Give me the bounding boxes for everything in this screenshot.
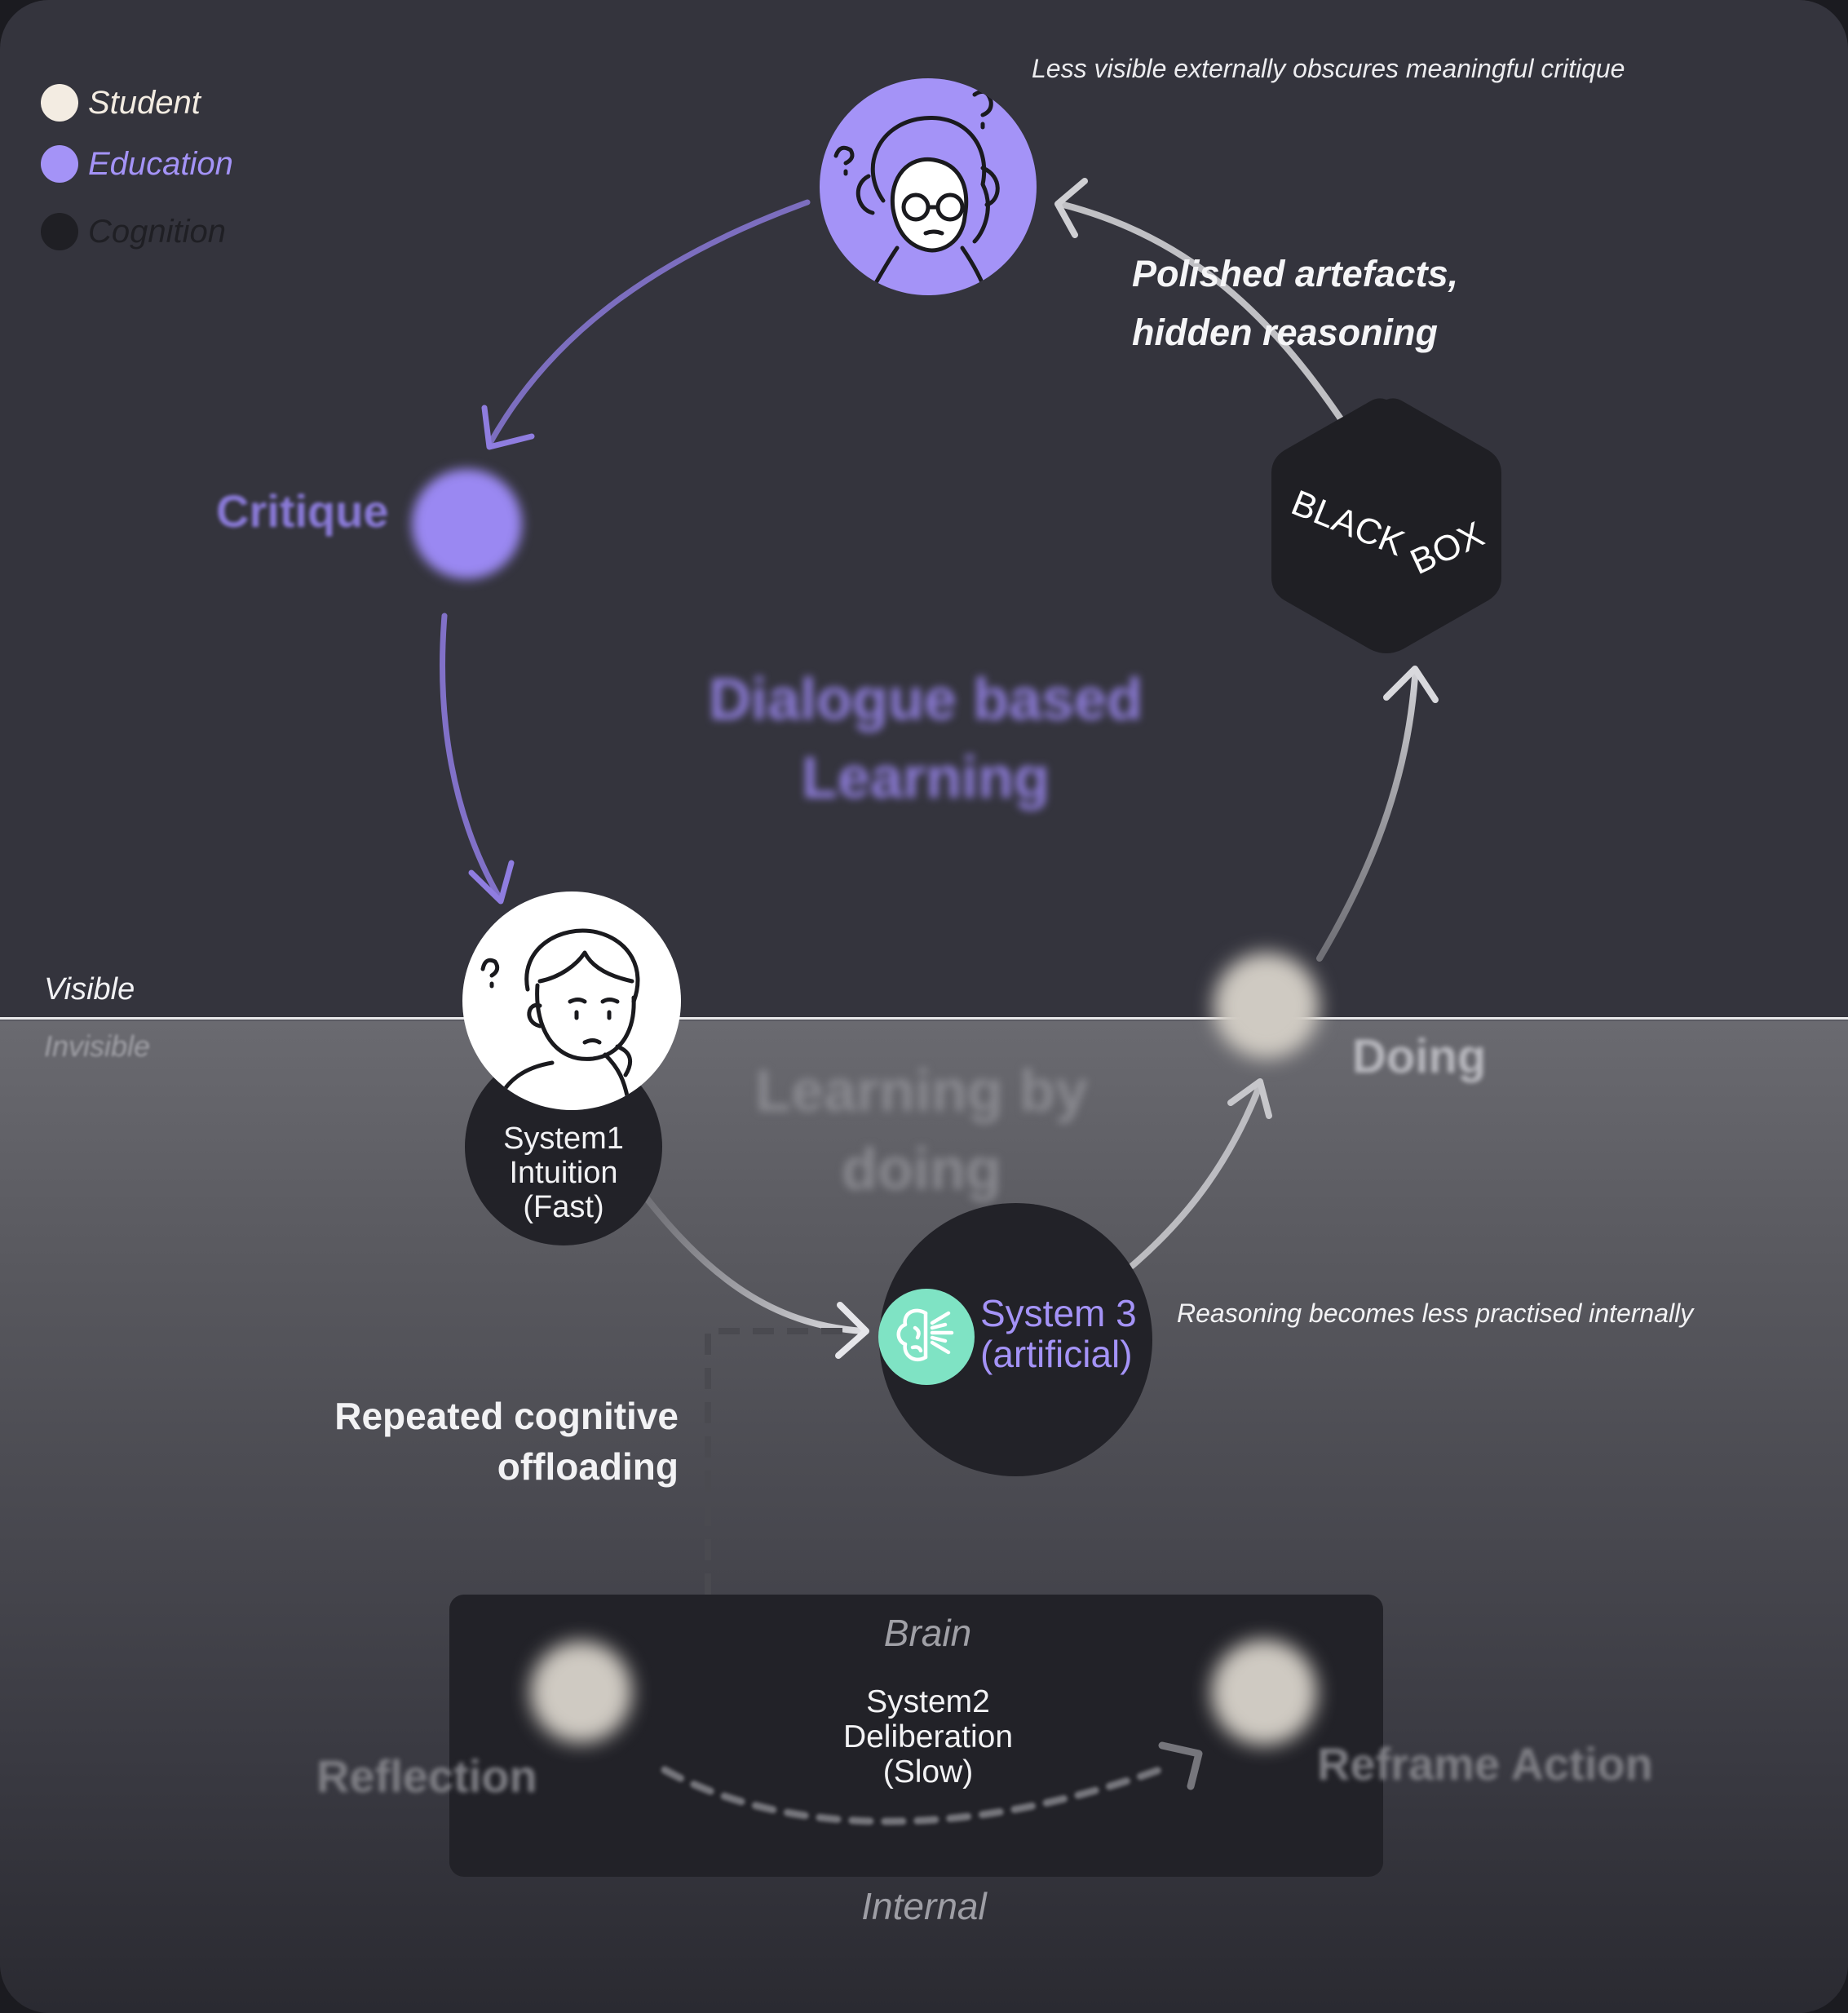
- arrow-blackbox-to-education: [1057, 201, 1345, 423]
- legend-student-dot: [41, 84, 78, 122]
- system1-line2: Intuition: [509, 1156, 618, 1190]
- thinking-student-icon: [480, 928, 640, 1110]
- doing-node: [1214, 953, 1320, 1059]
- system2-line1: System2: [866, 1684, 990, 1719]
- arrow-doing-to-blackbox: [1316, 674, 1418, 962]
- arrow-system3-to-doing: [1129, 1082, 1263, 1269]
- offloading-annotation: Repeated cognitive offloading: [334, 1395, 679, 1488]
- system2-line2: Deliberation: [842, 1719, 1014, 1754]
- legend-student-label: Student: [88, 85, 201, 121]
- ai-brain-badge: [878, 1289, 975, 1385]
- system3-line1: System 3: [980, 1292, 1137, 1334]
- reasoning-annotation: Reasoning becomes less practised interna…: [1177, 1298, 1694, 1328]
- system3-label: System 3 (artificial): [980, 1293, 1137, 1374]
- internal-label: Internal: [861, 1885, 987, 1927]
- legend-education-dot: [41, 145, 78, 183]
- legend-cognition-dot: [41, 213, 78, 250]
- legend-cognition-label: Cognition: [88, 214, 227, 250]
- system2-label: System2 Deliberation (Slow): [785, 1684, 1071, 1790]
- polished-annotation: Polished artefacts, hidden reasoning: [1132, 253, 1459, 353]
- critique-node: [412, 469, 522, 579]
- learning-by-doing-label: Learning by doing: [754, 1059, 1089, 1202]
- system1-line1: System1: [503, 1122, 624, 1156]
- system1-label: System1 Intuition (Fast): [465, 1122, 662, 1224]
- reflection-node: [530, 1641, 632, 1743]
- brain-title: Brain: [883, 1612, 972, 1654]
- arrow-critique-to-system1: [440, 613, 502, 900]
- arrow-education-to-critique: [486, 199, 811, 448]
- doing-label: Doing: [1352, 1030, 1487, 1083]
- system1-line3: (Fast): [523, 1190, 604, 1224]
- dialogue-learning-label: Dialogue based Learning: [708, 667, 1143, 811]
- education-avatar: [820, 78, 1037, 295]
- visible-label: Visible: [44, 972, 135, 1006]
- critique-label: Critique: [216, 485, 389, 537]
- system2-line3: (Slow): [882, 1754, 974, 1790]
- ai-brain-icon: [896, 1308, 954, 1362]
- system3-line2: (artificial): [980, 1333, 1133, 1375]
- invisible-label: Invisible: [44, 1029, 151, 1063]
- arrow-system1-to-system3: [643, 1194, 866, 1334]
- legend-education-label: Education: [88, 146, 233, 182]
- reframe-node: [1211, 1639, 1317, 1745]
- offloading-dashed-connector: [705, 1328, 852, 1595]
- top-annotation: Less visible externally obscures meaning…: [1032, 54, 1625, 83]
- student-avatar: [462, 891, 681, 1110]
- reflection-label: Reflection: [316, 1750, 537, 1802]
- reframe-label: Reframe Action: [1317, 1738, 1653, 1790]
- black-box-hexagon: BLACK BOX: [1271, 398, 1501, 653]
- visibility-divider: [0, 1017, 1848, 1020]
